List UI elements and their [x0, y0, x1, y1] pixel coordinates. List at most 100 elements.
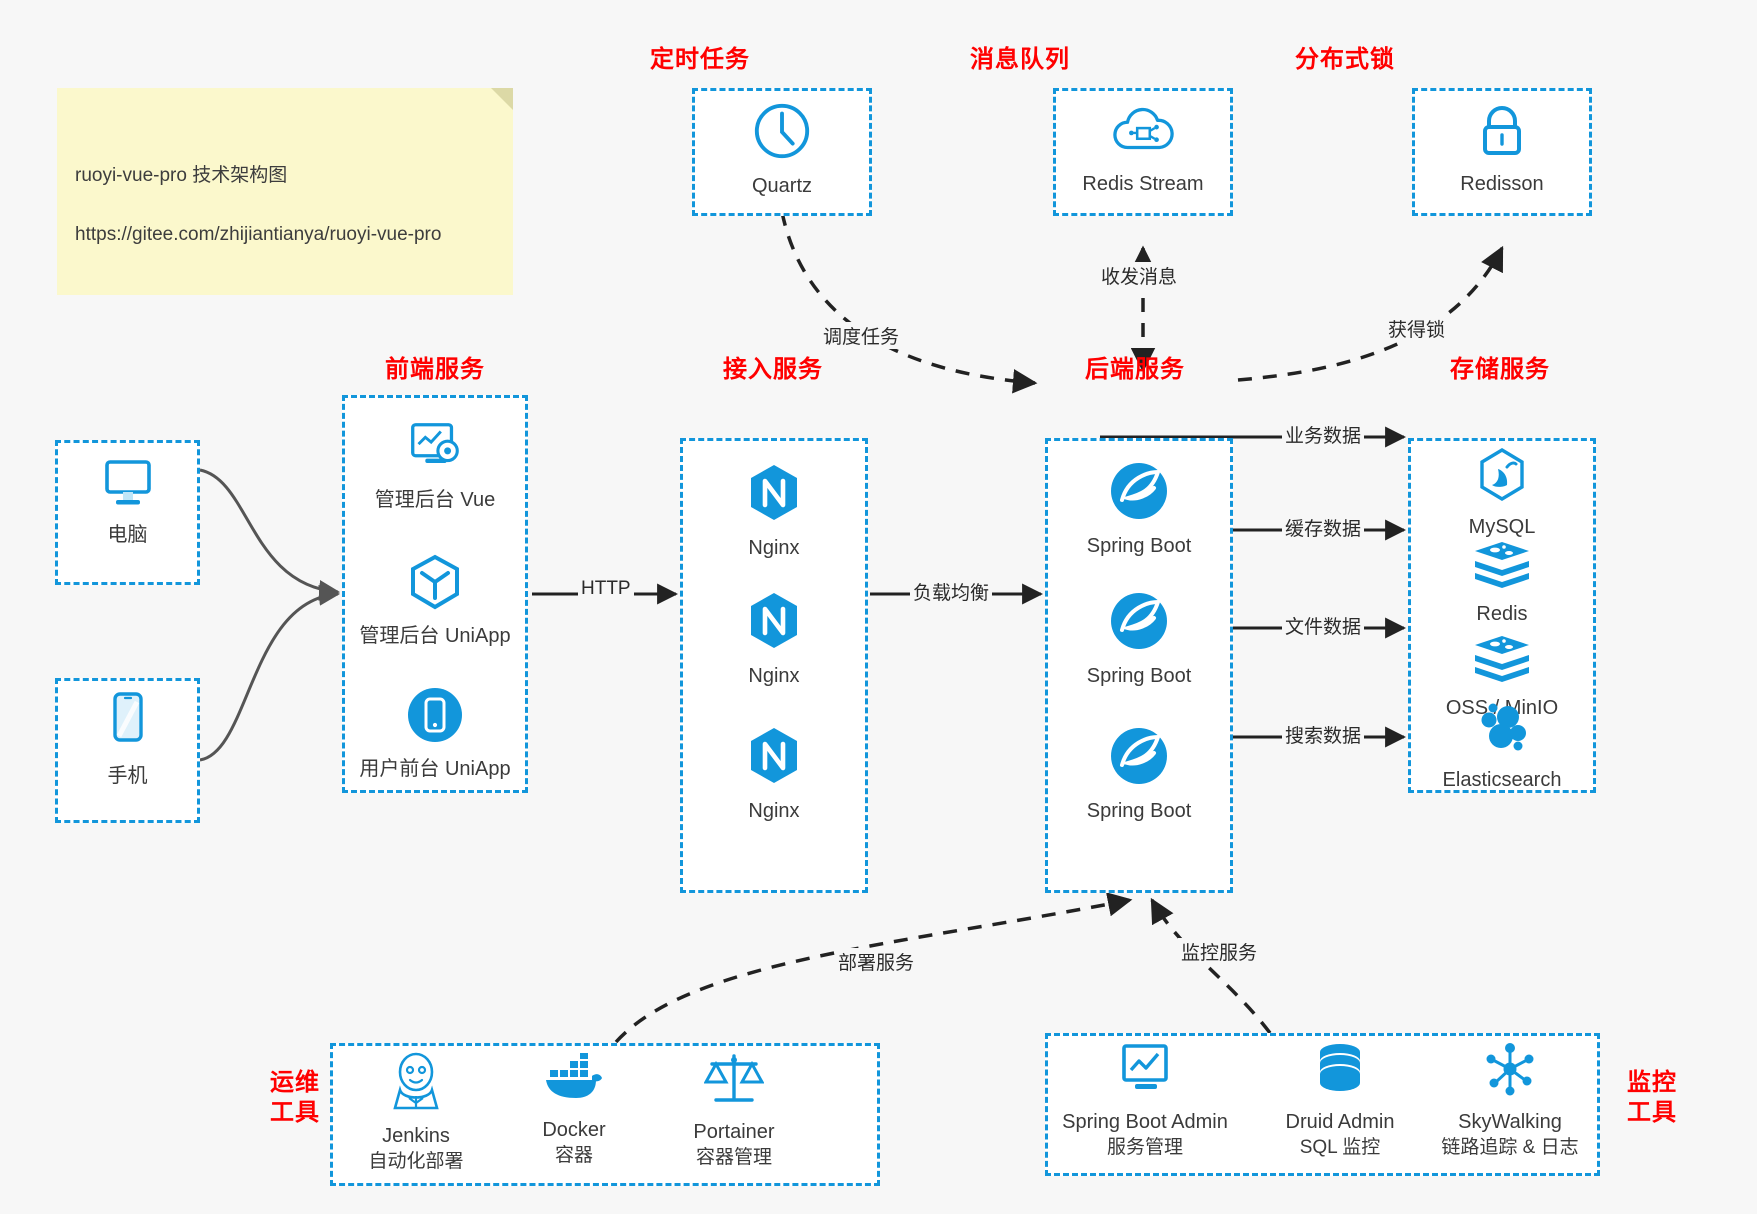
node-mysql[interactable]: MySQL [1408, 447, 1596, 540]
node-user-uniapp[interactable]: 用户前台 UniApp [342, 685, 528, 782]
caption-scheduler: 定时任务 [650, 46, 750, 73]
node-redisson[interactable]: Redisson [1412, 102, 1592, 197]
node-quartz[interactable]: Quartz [692, 100, 872, 199]
node-elasticsearch[interactable]: Elasticsearch [1408, 700, 1596, 793]
node-label: 电脑 [107, 524, 148, 546]
node-label: Redis [1476, 603, 1528, 625]
edge-label-search-data: 搜索数据 [1282, 721, 1365, 748]
node-label: 用户前台 UniApp [359, 758, 511, 780]
node-label: MySQL [1468, 516, 1536, 538]
jenkins-butler-icon [387, 1050, 445, 1117]
mobile-circle-icon [405, 685, 465, 750]
edge-label-acquire-lock: 获得锁 [1385, 315, 1449, 342]
node-nginx-1[interactable]: Nginx [680, 462, 868, 561]
node-sublabel: 链路追踪 & 日志 [1441, 1137, 1579, 1158]
node-label: 管理后台 Vue [374, 489, 496, 511]
group-scheduler [692, 88, 872, 216]
node-spring-boot-1[interactable]: Spring Boot [1045, 460, 1233, 559]
monitor-icon [99, 455, 157, 516]
diagram-note: ruoyi-vue-pro 技术架构图 https://gitee.com/zh… [57, 88, 513, 295]
caption-storage: 存储服务 [1450, 356, 1550, 383]
node-label: Spring Boot [1086, 800, 1192, 822]
node-label: Docker [542, 1119, 606, 1141]
node-label: Nginx [748, 537, 800, 559]
node-label: Redis Stream [1082, 173, 1204, 195]
caption-monitor: 监控 工具 [1627, 1069, 1677, 1126]
smartphone-icon [106, 690, 150, 757]
node-sublabel: 容器管理 [695, 1147, 772, 1168]
caption-lock: 分布式锁 [1295, 46, 1395, 73]
node-label: Elasticsearch [1442, 769, 1562, 791]
skywalking-node-icon [1481, 1040, 1539, 1103]
nginx-icon [746, 590, 802, 657]
spring-leaf-icon [1108, 590, 1170, 657]
nginx-icon [746, 462, 802, 529]
note-url: https://gitee.com/zhijiantianya/ruoyi-vu… [75, 223, 442, 245]
spring-leaf-icon [1108, 725, 1170, 792]
lock-icon [1474, 102, 1530, 165]
node-admin-uniapp[interactable]: 管理后台 UniApp [342, 552, 528, 649]
group-client-computer [55, 440, 200, 585]
node-label: Druid Admin [1285, 1111, 1395, 1133]
dashboard-icon [404, 418, 466, 481]
node-portainer[interactable]: Portainer 容器管理 [648, 1050, 820, 1171]
cloud-stream-icon [1112, 102, 1174, 165]
node-computer[interactable]: 电脑 [55, 455, 200, 548]
node-label: Spring Boot [1086, 665, 1192, 687]
note-title: ruoyi-vue-pro 技术架构图 [75, 164, 288, 186]
spring-leaf-icon [1108, 460, 1170, 527]
caption-mq: 消息队列 [970, 46, 1070, 73]
node-spring-boot-3[interactable]: Spring Boot [1045, 725, 1233, 824]
redis-stack-icon [1471, 634, 1533, 689]
group-mq [1053, 88, 1233, 216]
clock-icon [751, 100, 813, 167]
node-label: SkyWalking [1458, 1111, 1562, 1133]
node-redis[interactable]: Redis [1408, 540, 1596, 627]
node-nginx-3[interactable]: Nginx [680, 725, 868, 824]
caption-ops: 运维 工具 [270, 1069, 320, 1126]
node-redis-stream[interactable]: Redis Stream [1053, 102, 1233, 197]
chart-monitor-icon [1116, 1040, 1174, 1103]
node-nginx-2[interactable]: Nginx [680, 590, 868, 689]
nginx-icon [746, 725, 802, 792]
edge-label-monitor-service: 监控服务 [1178, 938, 1261, 965]
edge-label-file-data: 文件数据 [1282, 612, 1365, 639]
node-label: Spring Boot Admin [1062, 1111, 1228, 1133]
node-sublabel: 容器 [554, 1145, 593, 1166]
caption-backend: 后端服务 [1085, 356, 1185, 383]
edge-label-cache-data: 缓存数据 [1282, 514, 1365, 541]
elastic-cluster-icon [1472, 700, 1532, 761]
node-druid-admin[interactable]: Druid Admin SQL 监控 [1250, 1040, 1430, 1161]
edge-label-deploy-service: 部署服务 [835, 948, 918, 975]
node-sublabel: SQL 监控 [1299, 1137, 1381, 1158]
node-spring-boot-2[interactable]: Spring Boot [1045, 590, 1233, 689]
node-skywalking[interactable]: SkyWalking 链路追踪 & 日志 [1420, 1040, 1600, 1161]
caption-frontend: 前端服务 [385, 356, 485, 383]
node-sublabel: 自动化部署 [368, 1151, 464, 1172]
edge-label-http: HTTP [578, 578, 634, 600]
edge-label-send-receive-msg: 收发消息 [1098, 262, 1181, 289]
note-fold-corner [491, 88, 513, 110]
node-label: 管理后台 UniApp [359, 625, 511, 647]
database-icon [1313, 1040, 1367, 1103]
node-jenkins[interactable]: Jenkins 自动化部署 [330, 1050, 502, 1175]
node-spring-boot-admin[interactable]: Spring Boot Admin 服务管理 [1045, 1040, 1245, 1161]
cube-icon [405, 552, 465, 617]
node-label: 手机 [107, 765, 148, 787]
node-label: Jenkins [382, 1125, 450, 1147]
redis-stack-icon [1471, 540, 1533, 595]
mysql-dolphin-icon [1474, 447, 1530, 508]
edge-label-business-data: 业务数据 [1282, 421, 1365, 448]
caption-gateway: 接入服务 [723, 356, 823, 383]
scales-icon [703, 1050, 765, 1113]
node-label: Nginx [748, 800, 800, 822]
node-phone[interactable]: 手机 [55, 690, 200, 789]
node-label: Quartz [751, 175, 813, 197]
node-label: Portainer [693, 1121, 775, 1143]
node-admin-vue[interactable]: 管理后台 Vue [342, 418, 528, 513]
node-docker[interactable]: Docker 容器 [488, 1050, 660, 1169]
edge-label-load-balance: 负载均衡 [910, 578, 993, 605]
docker-whale-icon [542, 1050, 606, 1111]
node-label: Redisson [1460, 173, 1544, 195]
